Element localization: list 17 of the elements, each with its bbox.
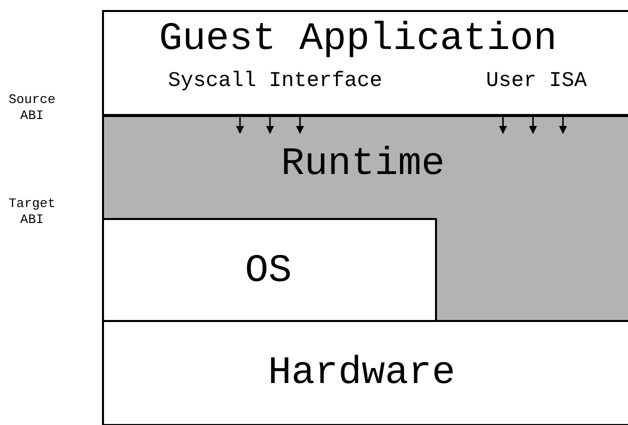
arrow bbox=[499, 116, 507, 134]
layer-title: Runtime bbox=[281, 145, 445, 184]
layer-title: Hardware bbox=[268, 354, 456, 393]
arrow bbox=[559, 116, 567, 134]
layer-box bbox=[102, 10, 628, 116]
layer-title: OS bbox=[245, 252, 292, 291]
layer-title: Guest Application bbox=[159, 20, 557, 59]
arrow bbox=[529, 116, 537, 134]
interface-label: User ISA bbox=[486, 70, 590, 96]
abi-label: Source ABI bbox=[8, 92, 56, 124]
arrow bbox=[236, 116, 244, 134]
abi-label: Target ABI bbox=[8, 196, 56, 228]
arrow bbox=[296, 116, 304, 134]
layer-shape bbox=[102, 115, 628, 322]
interface-label: Syscall Interface bbox=[168, 70, 410, 96]
arrow bbox=[266, 116, 274, 134]
layer-box bbox=[102, 320, 628, 425]
